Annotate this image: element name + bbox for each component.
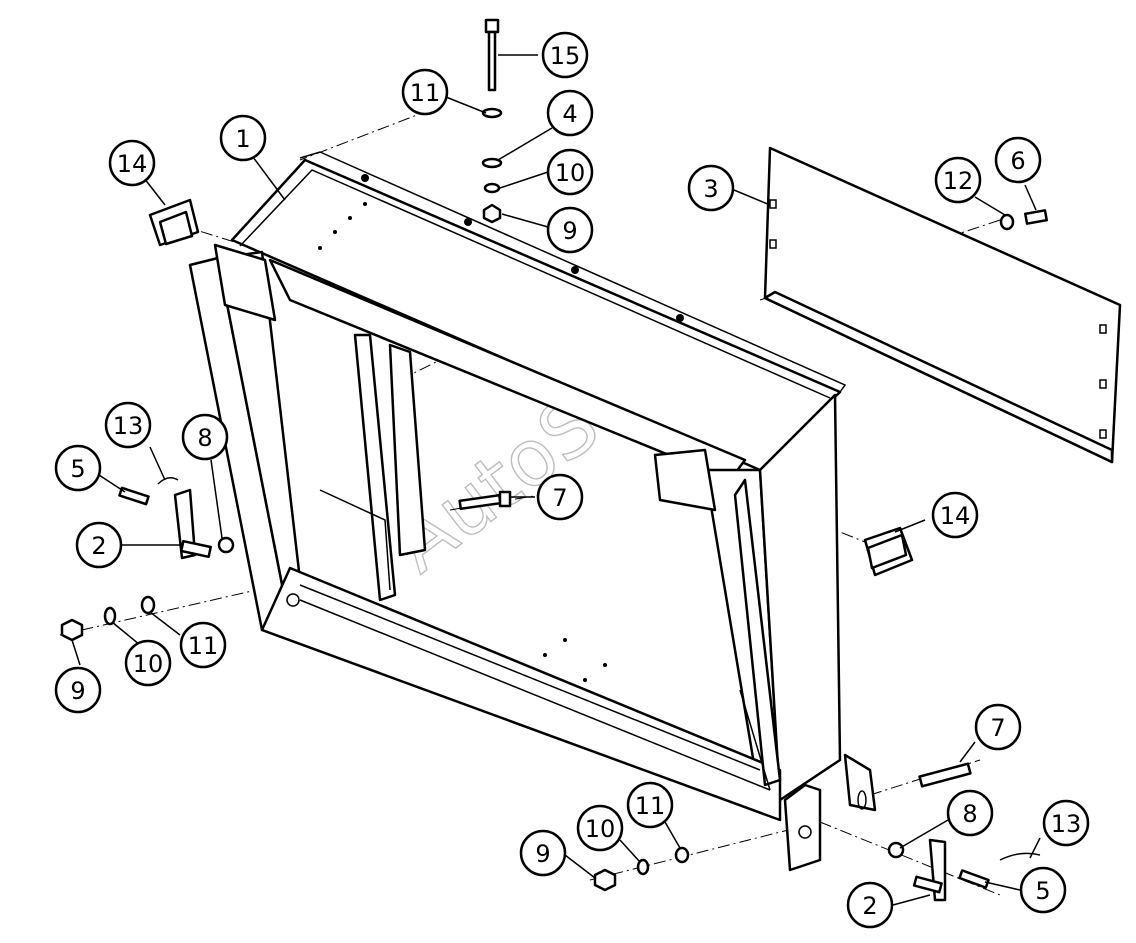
svg-text:13: 13 — [1051, 810, 1082, 838]
svg-text:11: 11 — [188, 632, 219, 660]
callout-4: 4 — [546, 89, 594, 137]
top-bolt-stack — [481, 18, 503, 224]
rear-plate — [763, 146, 1122, 464]
callout-6: 6 — [994, 136, 1042, 184]
left-pin-assembly — [60, 477, 235, 642]
svg-text:10: 10 — [555, 159, 586, 187]
callout-8a: 8 — [181, 413, 229, 461]
end-cap-right — [863, 526, 914, 577]
svg-text:2: 2 — [91, 532, 106, 560]
callout-11b: 11 — [179, 621, 227, 669]
svg-text:1: 1 — [235, 125, 250, 153]
callout-10b: 10 — [124, 639, 172, 687]
svg-text:14: 14 — [117, 150, 148, 178]
svg-text:13: 13 — [113, 412, 144, 440]
right-pin-assembly — [593, 762, 1041, 902]
plate-hardware — [999, 209, 1048, 231]
callout-3: 3 — [687, 164, 735, 212]
svg-text:15: 15 — [550, 42, 581, 70]
svg-text:6: 6 — [1010, 147, 1025, 175]
callout-1: 1 — [219, 114, 267, 162]
callout-9c: 9 — [519, 829, 567, 877]
main-frame — [188, 151, 877, 872]
svg-text:9: 9 — [562, 217, 577, 245]
svg-text:2: 2 — [862, 892, 877, 920]
callout-7a: 7 — [536, 473, 584, 521]
svg-text:3: 3 — [703, 175, 718, 203]
callout-15: 15 — [541, 31, 589, 79]
svg-text:11: 11 — [410, 79, 441, 107]
svg-text:5: 5 — [70, 455, 85, 483]
svg-text:7: 7 — [552, 484, 567, 512]
end-cap-left — [148, 198, 200, 247]
callout-5a: 5 — [54, 444, 102, 492]
svg-text:10: 10 — [133, 650, 164, 678]
svg-text:12: 12 — [943, 167, 974, 195]
svg-text:7: 7 — [990, 714, 1005, 742]
svg-text:14: 14 — [940, 502, 971, 530]
callout-13b: 13 — [1042, 799, 1090, 847]
callout-5b: 5 — [1019, 866, 1067, 914]
svg-text:5: 5 — [1035, 877, 1050, 905]
callout-14a: 14 — [108, 139, 156, 187]
callout-9a: 9 — [546, 206, 594, 254]
callout-14b: 14 — [931, 491, 979, 539]
callout-12: 12 — [934, 156, 982, 204]
callout-9b: 9 — [54, 666, 102, 714]
callout-10c: 10 — [576, 804, 624, 852]
svg-text:9: 9 — [535, 840, 550, 868]
leader-lines — [71, 54, 1041, 906]
callout-7b: 7 — [974, 703, 1022, 751]
svg-text:4: 4 — [562, 100, 577, 128]
callout-8b: 8 — [946, 789, 994, 837]
svg-text:11: 11 — [635, 792, 666, 820]
mid-bolt — [458, 490, 512, 510]
callout-2b: 2 — [846, 881, 894, 929]
callouts: 1 2 2 3 4 5 5 6 7 7 8 8 9 9 9 10 10 10 1… — [54, 31, 1090, 929]
svg-text:8: 8 — [962, 800, 977, 828]
callout-11c: 11 — [626, 781, 674, 829]
svg-text:10: 10 — [585, 815, 616, 843]
callout-11a: 11 — [401, 68, 449, 116]
callout-13a: 13 — [104, 401, 152, 449]
callout-2a: 2 — [75, 521, 123, 569]
svg-text:9: 9 — [70, 677, 85, 705]
callout-10a: 10 — [546, 148, 594, 196]
svg-text:8: 8 — [197, 424, 212, 452]
